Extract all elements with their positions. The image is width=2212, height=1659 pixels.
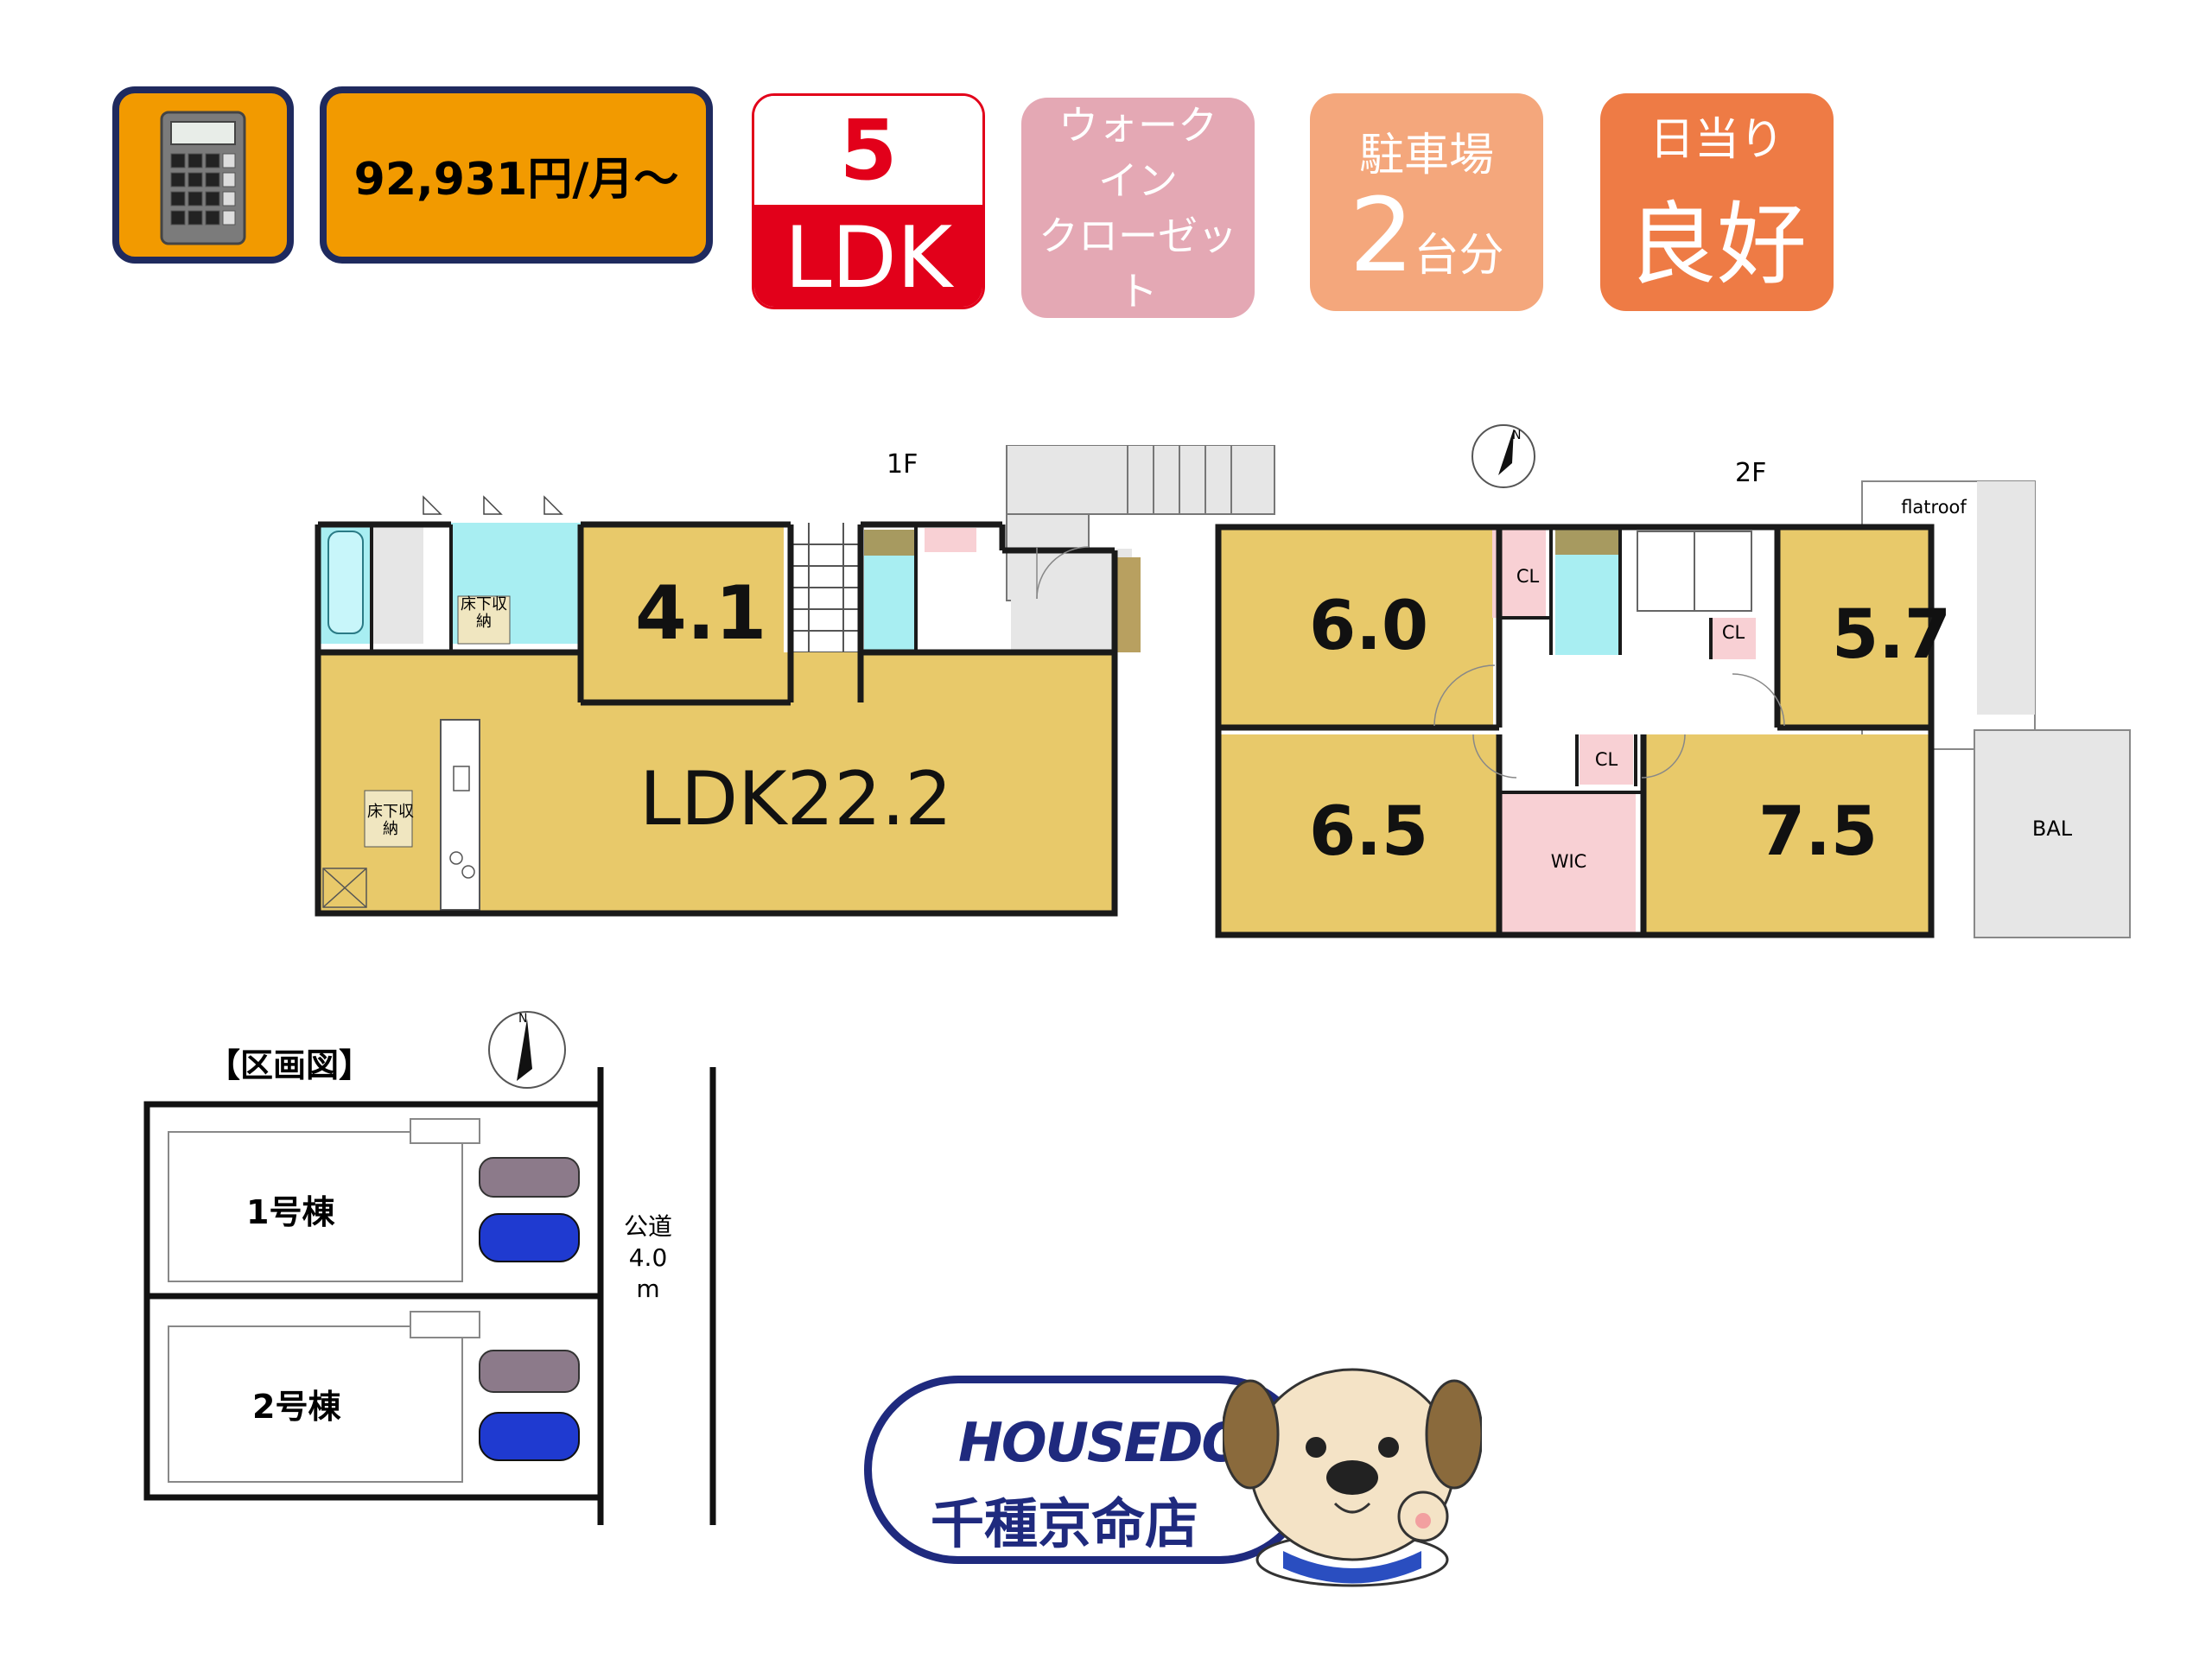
room-5-7: 5.7: [1832, 596, 1952, 674]
sunlight-badge: 日当り 良好: [1600, 93, 1834, 311]
closet-label-1: CL: [1516, 566, 1540, 587]
svg-text:N: N: [1512, 429, 1521, 442]
svg-text:N: N: [518, 1012, 527, 1026]
parking-badge: 駐車場 2台分: [1310, 93, 1543, 311]
floor2-plan: [1215, 480, 2131, 938]
brand-logo: HOUSEDO: [958, 1411, 1247, 1474]
floor1-plan: [315, 445, 1275, 917]
room-4-1: 4.1: [635, 570, 767, 657]
layout-type: LDK: [754, 205, 982, 307]
walk-in-closet-badge: ウォーク イン クローゼット: [1021, 98, 1255, 318]
car-icons: [479, 1157, 580, 1461]
floor1-label: 1F: [887, 449, 918, 480]
road-line-3: m: [636, 1274, 660, 1303]
flatroof-label: flatroof: [1901, 497, 1967, 518]
monthly-price: 92,931円/月～: [320, 86, 713, 264]
closet-line-2: イン: [1098, 156, 1178, 204]
closet-line-1: ウォーク: [1058, 101, 1217, 149]
closet-line-3: クローゼット: [1039, 212, 1237, 315]
room-6-5: 6.5: [1309, 793, 1429, 871]
balcony-label: BAL: [2031, 817, 2073, 841]
layout-badge: 5 LDK: [752, 93, 985, 309]
lot-2-label: 2号棟: [252, 1388, 341, 1426]
parking-unit: 台分: [1414, 229, 1504, 282]
sunlight-value: 良好: [1626, 192, 1807, 297]
north-arrow-icon: N: [1471, 424, 1535, 488]
parking-count-row: 2台分: [1349, 183, 1503, 287]
parking-title: 駐車場: [1358, 129, 1494, 181]
dog-mascot-icon: [1223, 1368, 1482, 1587]
closet-label-3: CL: [1594, 749, 1618, 770]
road-line-2: 4.0: [628, 1243, 668, 1272]
store-name: 千種京命店: [931, 1492, 1199, 1555]
wic-label: WIC: [1550, 851, 1587, 872]
room-6-0: 6.0: [1309, 588, 1429, 665]
road-label: 公道 4.0 m: [613, 1211, 683, 1305]
storage-label-2: 床下収納: [367, 803, 414, 838]
monthly-price-text: 92,931円/月～: [353, 154, 679, 206]
storage-label-1: 床下収納: [461, 595, 507, 631]
parking-count: 2: [1349, 175, 1414, 295]
site-plan-title: 【区画図】: [207, 1046, 372, 1084]
layout-number: 5: [754, 96, 982, 205]
sunlight-title: 日当り: [1649, 114, 1784, 166]
site-plan: [143, 1067, 716, 1525]
room-7-5: 7.5: [1758, 793, 1878, 871]
closet-label-2: CL: [1721, 622, 1745, 643]
site-north-arrow-icon: N: [488, 1011, 566, 1089]
calculator-badge: [112, 86, 294, 264]
floor2-label: 2F: [1735, 458, 1767, 488]
road-line-1: 公道: [623, 1212, 672, 1241]
room-ldk: LDK22.2: [639, 756, 953, 842]
calculator-icon: [160, 111, 246, 245]
lot-1-label: 1号棟: [246, 1193, 335, 1231]
